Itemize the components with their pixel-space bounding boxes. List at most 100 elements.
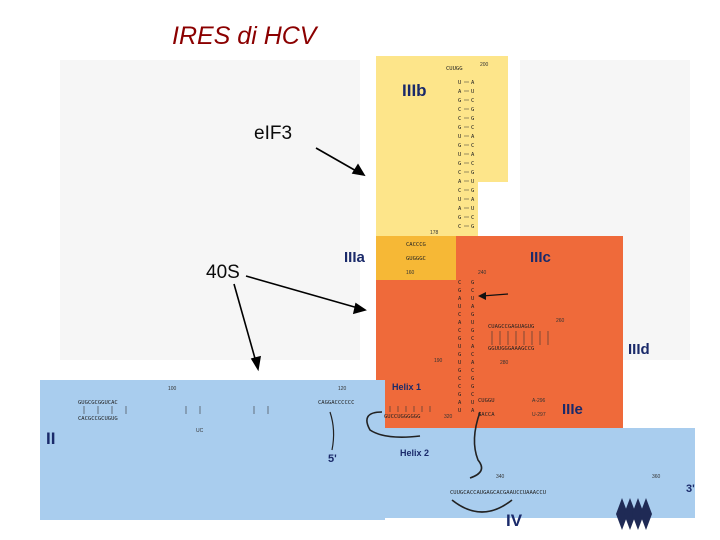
stem-right-nt-lower: C xyxy=(471,352,474,358)
stem-left-nt: U xyxy=(458,134,461,140)
stem-left-nt-lower: A xyxy=(458,320,462,326)
label-iiib: IIIb xyxy=(402,81,427,100)
stem-left-nt-lower: C xyxy=(458,312,461,318)
iv-bottom-seq: CUUGCACCAUGAGCACGAAUCCUAAACCU xyxy=(450,490,546,496)
iiid-top-seq: CUAGCCGAGUAGUG xyxy=(488,324,534,330)
iiia-bot-seq: GUGGGC xyxy=(406,256,426,262)
stem-left-nt-lower: G xyxy=(458,336,461,342)
stem-left-nt: C xyxy=(458,107,461,113)
num-260: 260 xyxy=(556,318,565,324)
stem-right-nt: G xyxy=(471,116,474,122)
stem-right-nt-lower: A xyxy=(471,408,475,414)
num-240: 240 xyxy=(478,270,487,276)
ii-pair-ticks xyxy=(83,406,269,414)
40s-arrowhead-down xyxy=(250,355,261,372)
stem-left-nt: U xyxy=(458,197,461,203)
page-title: IRES di HCV xyxy=(172,22,317,50)
stem-left-nt: A xyxy=(458,206,462,212)
stem-left-nt-lower: U xyxy=(458,304,461,310)
stem-right-nt-lower: G xyxy=(471,280,474,286)
stem-right-nt: U xyxy=(471,179,474,185)
ii-bot-seq: CACGCCGCUGUG xyxy=(78,416,118,422)
stem-left-nt: C xyxy=(458,188,461,194)
stem-right-nt-lower: C xyxy=(471,392,474,398)
three-prime-diamonds xyxy=(616,498,652,530)
num-360: 360 xyxy=(652,474,661,480)
eif3-arrowhead xyxy=(351,163,366,177)
region-iiib xyxy=(376,56,508,236)
stem-right-nt-lower: G xyxy=(471,384,474,390)
stem-left-nt-lower: U xyxy=(458,408,461,414)
stem-columns: UAGCCGUGUGCACUAGCCGAUCACGUGUGCCGAUAUCGGC… xyxy=(458,80,475,414)
num-340: 340 xyxy=(496,474,505,480)
stem-right-nt-lower: C xyxy=(471,368,474,374)
stem-right-nt: C xyxy=(471,125,474,131)
annotation-arrows xyxy=(233,147,367,372)
iiie-top-seq: CUGGU xyxy=(478,398,495,404)
stem-left-nt: G xyxy=(458,125,461,131)
stem-right-nt-lower: G xyxy=(471,312,474,318)
helix1-ticks xyxy=(389,406,431,412)
stem-right-nt: C xyxy=(471,215,474,221)
label-5-prime: 5' xyxy=(328,453,337,465)
stem-left-nt-lower: C xyxy=(458,376,461,382)
stem-right-nt: U xyxy=(471,89,474,95)
stem-left-nt: U xyxy=(458,80,461,86)
stem-left-nt: A xyxy=(458,89,462,95)
stem-left-nt-lower: C xyxy=(458,280,461,286)
iiic-inner-arrow xyxy=(481,293,509,297)
stem-left-nt-lower: A xyxy=(458,296,462,302)
region-domain-ii xyxy=(40,380,385,520)
stem-left-nt-lower: C xyxy=(458,384,461,390)
stem-left-nt: A xyxy=(458,179,462,185)
stem-right-nt-lower: A xyxy=(471,360,475,366)
stem-right-nt: G xyxy=(471,224,474,230)
num-320: 320 xyxy=(444,414,453,420)
iiia-top-seq: CACCCG xyxy=(406,242,426,248)
region-iiia xyxy=(376,236,456,280)
label-helix1: Helix 1 xyxy=(392,382,421,392)
iiie-bot-seq: GACCA xyxy=(478,412,495,418)
stem-right-nt: C xyxy=(471,98,474,104)
label-helix2: Helix 2 xyxy=(400,448,429,458)
stem-right-nt-lower: G xyxy=(471,328,474,334)
label-iiic: IIIc xyxy=(530,249,551,266)
40s-arrowhead-right xyxy=(352,302,367,315)
stem-left-nt: U xyxy=(458,152,461,158)
stem-left-nt: C xyxy=(458,116,461,122)
stem-right-nt-lower: U xyxy=(471,400,474,406)
stem-left-nt-lower: A xyxy=(458,400,462,406)
stem-right-nt-lower: G xyxy=(471,376,474,382)
num-160: 160 xyxy=(406,270,415,276)
label-iiie: IIIe xyxy=(562,401,583,418)
uc-label: UC xyxy=(196,428,204,434)
label-3-prime: 3' xyxy=(686,483,695,495)
stem-left-nt: G xyxy=(458,143,461,149)
eif3-label: eIF3 xyxy=(254,123,292,145)
num-297: U-297 xyxy=(532,412,546,418)
num-280: 280 xyxy=(500,360,509,366)
label-ii: II xyxy=(46,429,55,448)
stem-right-nt: G xyxy=(471,107,474,113)
stem-right-nt: C xyxy=(471,161,474,167)
stem-right-nt: G xyxy=(471,188,474,194)
stem-right-nt: C xyxy=(471,143,474,149)
stem-right-nt-lower: U xyxy=(471,296,474,302)
ii-to-5prime xyxy=(329,411,335,451)
stem-right-nt: A xyxy=(471,152,475,158)
stem-left-nt: C xyxy=(458,224,461,230)
stem-left-nt-lower: U xyxy=(458,360,461,366)
num-200: 200 xyxy=(480,62,489,68)
iiid-pair-ticks xyxy=(491,331,549,345)
stem-right-nt: G xyxy=(471,170,474,176)
stem-right-nt: U xyxy=(471,206,474,212)
helix1-bot-seq: GUCCUGGGGGG xyxy=(384,414,420,420)
stem-left-nt-lower: G xyxy=(458,392,461,398)
num-296: A-296 xyxy=(532,398,546,404)
num-100: 100 xyxy=(168,386,177,392)
label-iiid: IIId xyxy=(628,341,650,358)
iv-loop-curve xyxy=(451,499,513,513)
stem-left-nt-lower: U xyxy=(458,344,461,350)
stem-left-nt: C xyxy=(458,170,461,176)
